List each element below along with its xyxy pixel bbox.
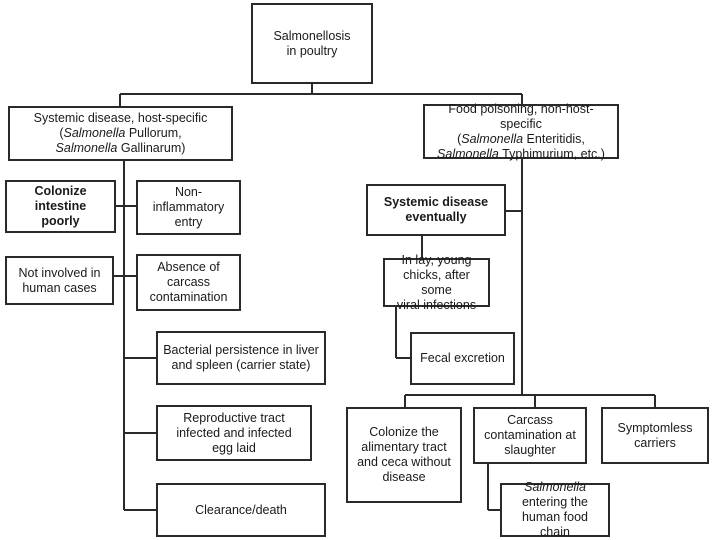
carcass-slaughter-box: Carcass contamination at slaughter xyxy=(473,407,587,464)
left-header-line3: Salmonella Gallinarum) xyxy=(55,141,186,155)
absence-contamination-box: Absence of carcass contamination xyxy=(136,254,241,311)
non-inflammatory-line1: Non- xyxy=(174,185,203,199)
in-lay-box: In lay, young chicks, after some viral i… xyxy=(383,253,490,312)
colonize-tract-line1: Colonize the xyxy=(369,425,439,439)
in-lay-line3: viral infections xyxy=(396,297,477,312)
systemic-eventually-line2: eventually xyxy=(405,210,467,224)
symptomless-box: Symptomless carriers xyxy=(601,407,709,464)
symptomless-line1: Symptomless xyxy=(617,420,693,435)
food-chain-box: Salmonella entering the human food chain xyxy=(500,480,610,539)
symptomless-line2: carriers xyxy=(634,435,676,450)
colonize-poorly-line2: poorly xyxy=(41,214,80,228)
non-inflammatory-line3: entry xyxy=(174,215,203,229)
in-lay-line1: In lay, young xyxy=(401,252,472,267)
clearance-box: Clearance/death xyxy=(156,483,326,537)
food-chain-line1: Salmonella xyxy=(524,480,586,494)
food-chain-line3: human food chain xyxy=(521,510,589,539)
not-involved-line2: human cases xyxy=(22,280,97,295)
systemic-eventually-line1: Systemic disease xyxy=(383,195,489,209)
colonize-tract-box: Colonize the alimentary tract and ceca w… xyxy=(346,407,462,503)
left-header-box: Systemic disease, host-specific (Salmone… xyxy=(8,106,233,161)
persistence-box: Bacterial persistence in liver and splee… xyxy=(156,331,326,385)
persistence-line1: Bacterial persistence in liver xyxy=(163,343,319,357)
colonize-poorly-box: Colonize intestine poorly xyxy=(5,180,116,233)
right-header-line3: Salmonella Typhimurium, etc.) xyxy=(437,146,605,161)
absence-contamination-line2: carcass xyxy=(166,275,211,289)
right-header-line1: Food poisoning, non-host-specific xyxy=(448,101,594,131)
colonize-tract-line2: alimentary tract xyxy=(361,440,447,454)
reproductive-box: Reproductive tract infected and infected… xyxy=(156,405,312,461)
absence-contamination-line1: Absence of xyxy=(157,260,220,274)
non-inflammatory-line2: inflammatory xyxy=(152,200,225,214)
root-line1: Salmonellosis xyxy=(273,28,351,43)
reproductive-line3: egg laid xyxy=(212,440,256,455)
non-inflammatory-box: Non- inflammatory entry xyxy=(136,180,241,235)
persistence-line2: and spleen (carrier state) xyxy=(171,358,311,372)
root-line2: in poultry xyxy=(286,43,338,58)
absence-contamination-line3: contamination xyxy=(149,290,228,304)
colonize-tract-line4: disease xyxy=(382,470,426,484)
fecal-line1: Fecal excretion xyxy=(420,351,505,365)
root-box: Salmonellosis in poultry xyxy=(251,3,373,84)
right-header-box: Food poisoning, non-host-specific (Salmo… xyxy=(423,101,619,161)
in-lay-line2: chicks, after some xyxy=(403,267,470,297)
left-header-line1: Systemic disease, host-specific xyxy=(33,111,208,125)
not-involved-box: Not involved in human cases xyxy=(5,256,114,305)
fecal-box: Fecal excretion xyxy=(410,332,515,385)
left-header-line2: (Salmonella Pullorum, xyxy=(59,126,182,140)
carcass-slaughter-line1: Carcass xyxy=(507,413,553,427)
reproductive-line2: infected and infected xyxy=(176,425,292,440)
colonize-poorly-line1: Colonize intestine xyxy=(34,184,87,213)
carcass-slaughter-line2: contamination at xyxy=(484,428,576,442)
systemic-eventually-box: Systemic disease eventually xyxy=(366,184,506,236)
food-chain-line2: entering the xyxy=(521,495,589,509)
right-header-line2: (Salmonella Enteritidis, xyxy=(457,131,585,146)
colonize-tract-line3: and ceca without xyxy=(357,455,451,469)
reproductive-line1: Reproductive tract xyxy=(183,410,285,425)
carcass-slaughter-line3: slaughter xyxy=(504,443,556,457)
not-involved-line1: Not involved in xyxy=(18,265,101,280)
clearance-line1: Clearance/death xyxy=(195,502,287,517)
